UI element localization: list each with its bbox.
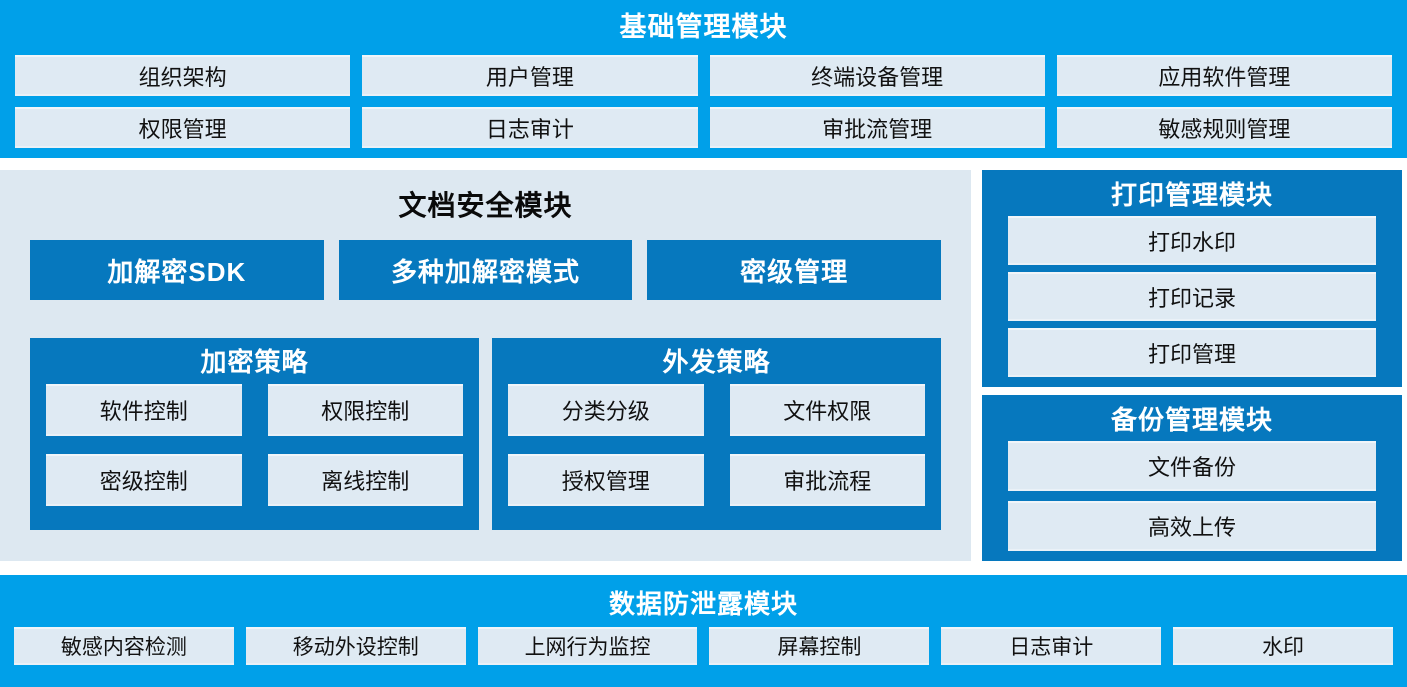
doc-feature-box: 加解密SDK [30,240,324,300]
print-module-box: 打印管理 [1008,328,1376,377]
print-module-title: 打印管理模块 [1110,180,1273,210]
base-module-box: 应用软件管理 [1056,55,1392,96]
outgoing-policy-grid: 分类分级 文件权限 授权管理 审批流程 [508,384,925,506]
outgoing-policy-box: 文件权限 [729,384,925,436]
dlp-section: 数据防泄露模块 敏感内容检测 移动外设控制 上网行为监控 屏幕控制 日志审计 水… [0,575,1407,687]
base-module-title: 基础管理模块 [619,12,788,42]
dlp-module-box: 屏幕控制 [709,627,930,665]
document-feature-row: 加解密SDK 多种加解密模式 密级管理 [30,240,942,300]
dlp-module-box: 敏感内容检测 [14,627,234,665]
encryption-policy-title: 加密策略 [200,347,309,377]
dlp-module-box: 日志审计 [941,627,1162,665]
backup-module-stack: 文件备份 高效上传 [1008,441,1376,551]
dlp-module-box: 水印 [1173,627,1393,665]
print-module-box: 打印记录 [1008,272,1376,321]
encryption-policy-panel: 加密策略 软件控制 权限控制 密级控制 离线控制 [30,338,479,530]
backup-module-panel: 备份管理模块 文件备份 高效上传 [982,395,1402,561]
right-column: 打印管理模块 打印水印 打印记录 打印管理 备份管理模块 文件备份 高效上传 [982,170,1402,561]
base-module-grid: 组织架构 用户管理 终端设备管理 应用软件管理 权限管理 日志审计 审批流管理 … [15,55,1392,148]
print-module-box: 打印水印 [1008,216,1376,265]
document-security-section: 文档安全模块 加解密SDK 多种加解密模式 密级管理 加密策略 软件控制 权限控… [0,170,971,561]
base-module-box: 终端设备管理 [709,55,1045,96]
dlp-module-box: 移动外设控制 [245,627,466,665]
policy-panel-row: 加密策略 软件控制 权限控制 密级控制 离线控制 外发策略 分类分级 文件权限 … [30,338,941,530]
doc-feature-box: 密级管理 [647,240,942,300]
base-module-box: 敏感规则管理 [1056,107,1392,148]
base-module-box: 组织架构 [15,55,351,96]
encryption-policy-box: 离线控制 [267,454,463,506]
middle-row: 文档安全模块 加解密SDK 多种加解密模式 密级管理 加密策略 软件控制 权限控… [0,170,1407,561]
outgoing-policy-panel: 外发策略 分类分级 文件权限 授权管理 审批流程 [492,338,941,530]
dlp-title: 数据防泄露模块 [608,589,798,619]
outgoing-policy-box: 分类分级 [508,384,704,436]
document-security-title: 文档安全模块 [398,190,573,221]
encryption-policy-box: 软件控制 [46,384,242,436]
encryption-policy-box: 密级控制 [46,454,242,506]
outgoing-policy-title: 外发策略 [662,347,771,377]
print-module-panel: 打印管理模块 打印水印 打印记录 打印管理 [982,170,1402,387]
base-module-box: 权限管理 [15,107,351,148]
base-module-box: 用户管理 [362,55,698,96]
base-module-box: 日志审计 [362,107,698,148]
outgoing-policy-box: 审批流程 [729,454,925,506]
backup-module-box: 文件备份 [1008,441,1376,491]
dlp-grid: 敏感内容检测 移动外设控制 上网行为监控 屏幕控制 日志审计 水印 [14,627,1393,665]
backup-module-title: 备份管理模块 [1110,405,1273,435]
base-module-section: 基础管理模块 组织架构 用户管理 终端设备管理 应用软件管理 权限管理 日志审计… [0,0,1407,158]
encryption-policy-box: 权限控制 [267,384,463,436]
backup-module-box: 高效上传 [1008,501,1376,551]
doc-feature-box: 多种加解密模式 [338,240,633,300]
outgoing-policy-box: 授权管理 [508,454,704,506]
print-module-stack: 打印水印 打印记录 打印管理 [1008,216,1376,377]
base-module-box: 审批流管理 [709,107,1045,148]
encryption-policy-grid: 软件控制 权限控制 密级控制 离线控制 [46,384,463,506]
dlp-module-box: 上网行为监控 [477,627,698,665]
